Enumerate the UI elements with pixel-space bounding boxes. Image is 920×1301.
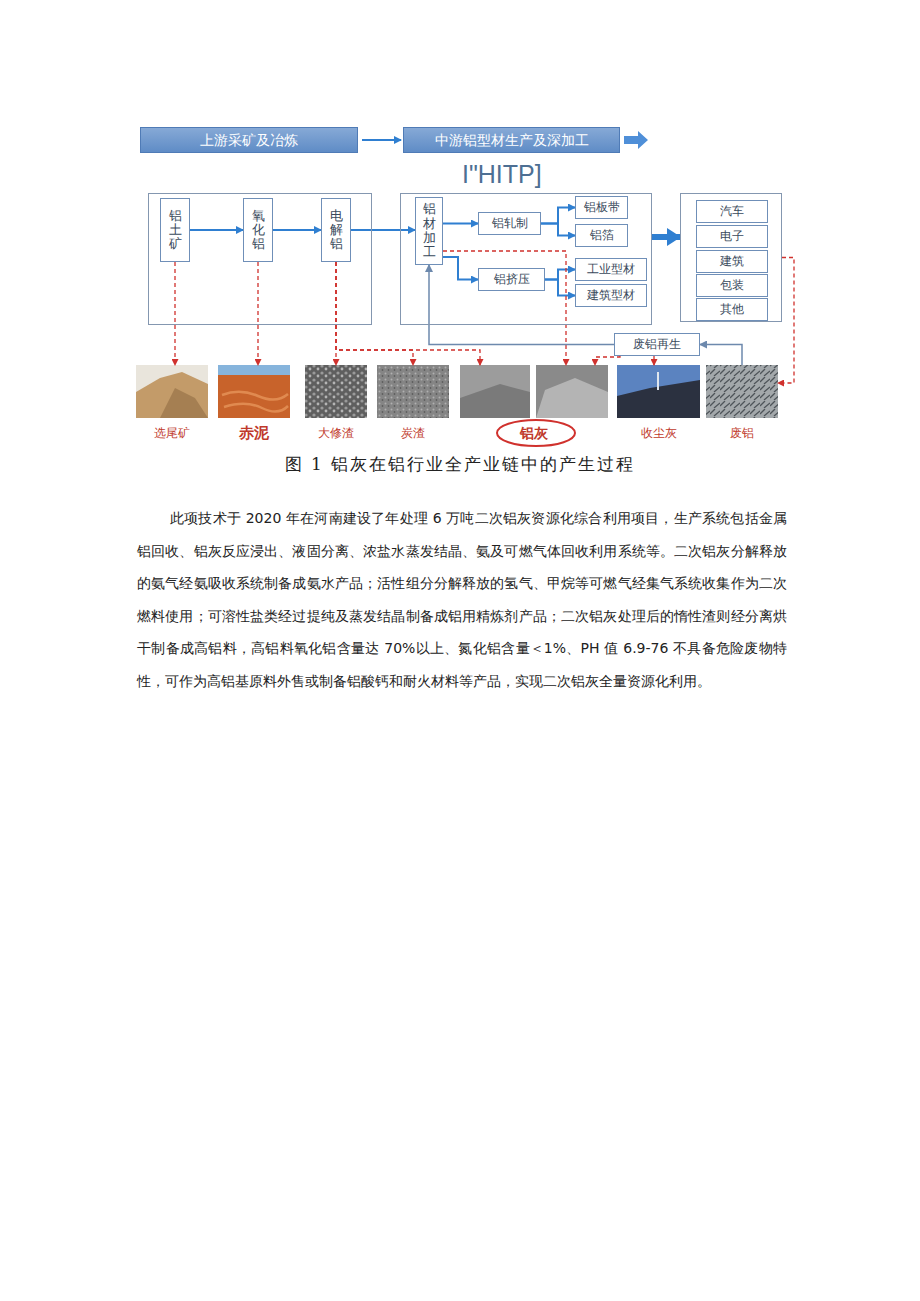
process-arrow <box>541 208 575 224</box>
box-label: 铝板带 <box>584 199 620 216</box>
dross-heap <box>460 384 530 418</box>
ocr-artifact: I"HITP] <box>462 160 542 189</box>
process-box: 电子 <box>696 225 768 248</box>
waste-photo: 收尘灰 <box>617 363 700 446</box>
process-arrow <box>541 224 575 236</box>
box-label: 汽车 <box>720 203 744 220</box>
waste-photo: 铝灰 <box>460 363 608 446</box>
box-label: 其他 <box>720 301 744 318</box>
box-label: 电子 <box>720 228 744 245</box>
dross-heap <box>536 378 608 418</box>
box-label: 电解铝 <box>330 209 343 252</box>
box-label: 氧化铝 <box>252 209 265 252</box>
process-box: 包装 <box>696 274 768 297</box>
process-box: 汽车 <box>696 200 768 223</box>
box-label: 工业型材 <box>587 261 635 278</box>
tailings-photo <box>136 365 208 418</box>
process-arrow <box>652 234 680 240</box>
process-arrow <box>443 257 478 280</box>
header-arrow <box>624 131 648 149</box>
process-arrow <box>362 139 401 141</box>
process-arrow <box>545 270 575 280</box>
process-box: 铝土矿 <box>160 198 190 262</box>
figure-caption: 图 1 铝灰在铝行业全产业链中的产生过程 <box>0 453 920 476</box>
dust-ash-pole <box>657 372 659 390</box>
box-label: 铝挤压 <box>494 271 530 288</box>
box-label: 建筑型材 <box>587 287 635 304</box>
aluminum-dross-photo <box>460 365 530 418</box>
process-arrow <box>700 345 742 366</box>
process-box: 铝板带 <box>575 196 628 219</box>
photo-label: 废铝 <box>730 426 754 441</box>
stage-panel: 中游铝型材生产及深加工铝材加工 铝轧制 铝板带铝箔铝挤压 工业型材建筑型材 <box>400 127 652 325</box>
box-label: 铝轧制 <box>492 215 528 232</box>
process-box: 铝挤压 <box>478 268 545 291</box>
process-arrow <box>351 229 415 231</box>
waste-flow-arrow <box>336 262 480 365</box>
process-arrow <box>273 229 321 231</box>
waste-flow-arrow <box>257 262 258 365</box>
process-box: 电解铝 <box>321 198 351 262</box>
box-label: 建筑 <box>720 253 744 270</box>
red-mud-photo <box>218 365 290 418</box>
highlight-ellipse <box>497 420 575 446</box>
box-label: 铝材加工 <box>423 202 436 259</box>
photo-label: 大修渣 <box>318 426 354 441</box>
process-arrow <box>190 229 243 231</box>
carbon-slag-photo <box>377 365 449 418</box>
stage-header: 上游采矿及冶炼 <box>140 127 358 153</box>
box-label: 包装 <box>720 277 744 294</box>
waste-photo: 赤泥 <box>218 363 290 446</box>
scrap-aluminum-photo <box>706 365 778 418</box>
photo-label: 铝灰 <box>520 426 548 441</box>
waste-flow-arrow <box>174 262 175 365</box>
process-arrow <box>443 223 478 225</box>
box-label: 铝箔 <box>590 227 614 244</box>
box-label: 铝土矿 <box>169 209 182 252</box>
process-box: 氧化铝 <box>243 198 273 262</box>
box-label: 废铝再生 <box>633 336 681 353</box>
tailings-shade <box>160 388 208 418</box>
process-box: 铝箔 <box>575 224 628 247</box>
process-box: 废铝再生 <box>614 333 700 356</box>
body-paragraph: 此项技术于 2020 年在河南建设了年处理 6 万吨二次铝灰资源化综合利用项目，… <box>137 502 787 698</box>
process-box: 建筑型材 <box>575 284 647 307</box>
waste-photo: 大修渣 <box>305 363 367 446</box>
waste-flow-arrow <box>653 356 654 365</box>
process-box: 铝材加工 <box>415 197 443 265</box>
aluminum-dross-photo <box>536 365 608 418</box>
waste-photo: 废铝 <box>706 363 778 446</box>
process-arrow <box>545 280 575 296</box>
waste-flow-arrow <box>595 356 620 365</box>
photo-label: 赤泥 <box>239 426 269 441</box>
red-mud-sky <box>218 365 290 375</box>
waste-photo: 炭渣 <box>377 363 449 446</box>
tailings-pile <box>136 372 208 418</box>
stage-header: 中游铝型材生产及深加工 <box>403 127 620 153</box>
photo-label: 选尾矿 <box>154 426 190 441</box>
photo-label: 收尘灰 <box>641 426 677 441</box>
waste-flow-arrow <box>778 258 794 384</box>
red-mud-terrace <box>222 392 288 412</box>
overhaul-slag-photo <box>305 365 367 418</box>
waste-photo: 选尾矿 <box>136 363 208 446</box>
photo-label: 炭渣 <box>401 426 425 441</box>
waste-flow-arrow <box>443 251 566 365</box>
dust-ash-photo <box>617 365 700 418</box>
stage-panel: 上游采矿及冶炼铝土矿 氧化铝 电解铝 <box>140 127 372 325</box>
process-box: 建筑 <box>696 250 768 273</box>
process-box: 铝轧制 <box>478 212 541 235</box>
stage-panel: 汽车电子建筑包装其他 <box>680 193 782 322</box>
process-box: 工业型材 <box>575 258 647 281</box>
process-box: 其他 <box>696 298 768 321</box>
